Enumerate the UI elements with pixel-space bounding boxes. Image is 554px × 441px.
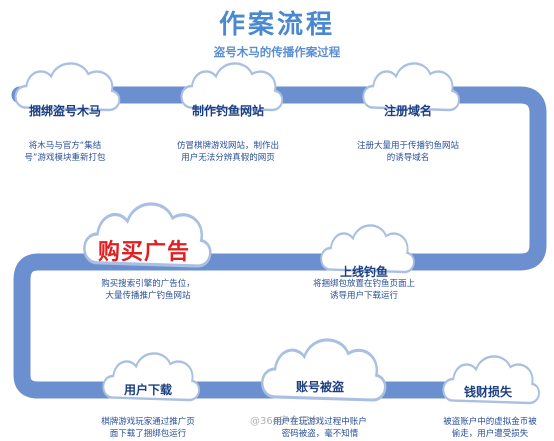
flow-path xyxy=(11,86,547,399)
step-desc-3: 注册大量用于传播钓鱼网站的诱导域名 xyxy=(356,141,459,163)
step-label-2: 制作钓鱼网站 xyxy=(191,104,264,118)
step-desc-6: 棋牌游戏玩家通过推广页面下载了捆绑包运行 xyxy=(101,417,195,439)
diagram-subtitle: 盗号木马的传播作案过程 xyxy=(213,45,341,59)
step-desc-7: 用户在玩游戏过程中账户密码被盗，毫不知情 xyxy=(273,417,367,439)
step-label-4: 上线钓鱼 xyxy=(339,265,388,279)
watermark: @360安全卫士 xyxy=(250,416,320,427)
step-desc-1: 将木马与官方“集结号”游戏模块重新打包 xyxy=(24,141,106,163)
step-desc-2: 仿冒棋牌游戏网站，制作出用户无法分辨真假的网页 xyxy=(176,141,279,163)
step-label-1: 捆绑盗号木马 xyxy=(28,104,101,118)
step-label-7: 账号被盗 xyxy=(295,380,344,394)
step-desc-8: 被盗账户中的虚拟金币被偷走，用户遭受损失 xyxy=(443,417,537,439)
step-desc-5: 购买搜索引擎的广告位，大量传播推广钓鱼网站 xyxy=(101,279,195,301)
diagram-title: 作案流程 xyxy=(218,10,335,40)
step-label-8: 钱财损失 xyxy=(463,385,512,399)
step-label-3: 注册域名 xyxy=(383,104,432,118)
step-label-6: 用户下载 xyxy=(123,383,172,397)
step-desc-4: 将捆绑包放置在钓鱼页面上诱导用户下载运行 xyxy=(312,279,415,301)
step-label-5: 购买广告 xyxy=(97,240,190,265)
